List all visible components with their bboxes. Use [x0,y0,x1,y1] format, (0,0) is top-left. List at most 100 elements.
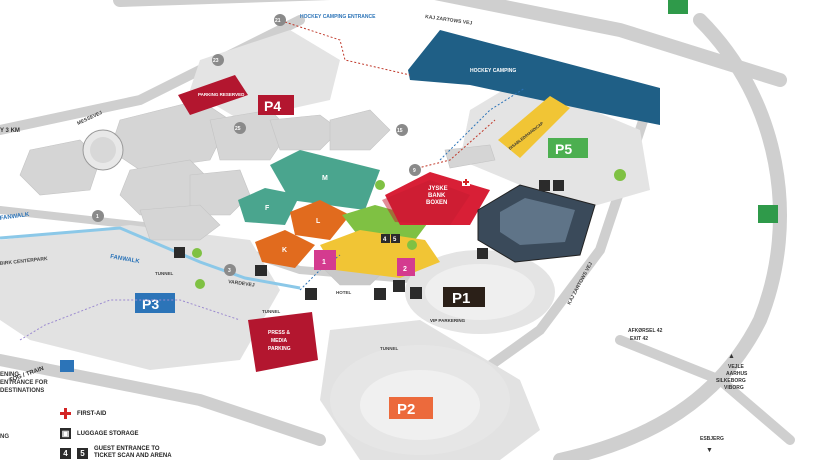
hockey-camping-entrance-label: HOCKEY CAMPING ENTRANCE [300,14,376,20]
road-label-vardevej: VARDEVEJ [228,279,255,289]
p4-reserved-label: PARKING RESERVED [198,92,245,97]
tunnel-label-2: TUNNEL [262,309,280,314]
marker-3 [224,264,236,276]
direction-esbjerg: ESBJERG [700,436,724,442]
luggage-icon [305,288,317,300]
hockey-camping-area [408,30,660,125]
green-point-icon-2 [375,180,385,190]
parking-p5-marker[interactable]: P5 [548,138,588,158]
fanwalk-label-2: FANWALK [110,254,141,265]
disabled-parking-area [498,96,570,158]
hall-l-label: L [316,218,321,225]
press-label-3: PARKING [268,346,291,352]
marker-1 [92,210,104,222]
cut-label-2: ENTRANCE FOR [0,380,48,386]
tunnel-label-1: TUNNEL [155,271,173,276]
entrance-1-badge [314,250,336,270]
cut-label-1: ENING [0,372,20,378]
marker-23 [212,54,224,66]
legend-entrance-label: GUEST ENTRANCE TO [94,446,160,452]
building-block-8 [139,204,221,241]
parking-p4-label: P4 [264,98,281,114]
marker-25-label: 25 [235,126,241,132]
parking-p5-label: P5 [555,141,572,157]
arena-label-1: JYSKE [428,186,448,192]
bus-icon [393,280,405,292]
hall-f-label: F [265,205,270,212]
route-red-camping [284,21,411,76]
marker-15 [396,124,408,136]
hall-k [255,230,315,268]
legend-luggage-label: LUGGAGE STORAGE [77,430,139,437]
entrance-4-icon: 4 [60,447,71,459]
marker-21-label: 21 [275,18,281,24]
hockey-camping-label: HOCKEY CAMPING [470,68,516,74]
bike-icon [255,265,267,276]
entrance-5-badge [391,234,400,243]
entrance-5-label: 5 [393,237,397,243]
road-kaj-zartows-vej-top [113,0,787,87]
green-point-icon-4 [407,240,417,250]
marker-21 [274,14,286,26]
luggage-icon-2 [374,288,386,300]
route-purple [19,299,241,341]
bike-icon-p5 [539,180,550,191]
parking-p3-marker[interactable]: P3 [135,293,175,313]
entrance-2-label: 2 [403,266,407,273]
parking-p4-marker[interactable]: P4 [258,95,294,115]
green-point-icon-5 [195,279,205,289]
direction-up-arrow: ▲ [728,353,735,360]
direction-vejle: VEJLE [728,364,745,370]
hall-k-label: K [282,247,287,254]
marker-9-label: 9 [413,168,416,174]
building-block-6 [269,114,341,151]
p4-reserved-area [178,75,248,115]
marker-1-label: 1 [96,214,99,220]
road-label-kaj-zartows-vej-top: KAJ ZARTOWS VEJ [425,14,473,27]
wheelchair-icon [410,287,422,299]
wheelchair-icon-left [174,247,185,258]
hotel-label: HOTEL [336,290,352,295]
tunnel-label-3: TUNNEL [380,346,398,351]
luggage-icon: ▣ [60,428,71,439]
cut-label-3: DESTINATIONS [0,388,45,394]
parking-p2-marker[interactable]: P2 [389,397,433,419]
vip-parking-label: VIP PARKERING [430,318,466,323]
train-icon [60,360,74,372]
marker-25 [234,122,246,134]
parking-p1-marker[interactable]: P1 [443,287,485,307]
fanwalk-label-1: FANWALK [0,212,30,222]
hall-m-label: M [322,175,328,182]
entrance-5-icon: 5 [77,447,88,459]
number-markers: 21 23 25 15 9 1 3 [92,14,421,276]
arena-label-3: BOXEN [426,200,447,206]
hall-l [290,200,350,240]
legend-luggage: ▣ LUGGAGE STORAGE [60,428,139,439]
route-red-arena [409,119,496,171]
gas-tank-inner [90,137,116,163]
legend-entrance-label-2: TICKET SCAN AND ARENA [94,453,172,459]
building-near-p5 [444,144,496,169]
entrance-2-badge [397,258,415,276]
exit-label-1: AFKØRSEL 42 [628,328,663,334]
cut-label-parking: NG [0,434,9,440]
entrance-markers: 1 2 4 5 [314,234,415,276]
legend-first-aid-label: FIRST-AID [77,410,107,417]
building-block-1 [109,99,231,171]
arena-roof [382,180,470,225]
direction-aarhus: AARHUS [726,371,748,377]
exit-label-2: EXIT 42 [630,336,648,342]
press-media-parking [248,312,318,372]
direction-silkeborg: SILKEBORG [716,378,746,384]
marker-9 [409,164,421,176]
highway-sign-right [758,205,778,223]
first-aid-icon [462,178,470,186]
road-label-km: Y 3 KM [0,128,20,134]
wheelchair-icon-p5 [553,180,564,191]
stadium-pitch [500,198,575,245]
entrance-4-label: 4 [383,237,387,243]
service-icons [60,0,778,372]
first-aid-icon [60,408,71,419]
arena-label-2: BANK [428,193,446,199]
